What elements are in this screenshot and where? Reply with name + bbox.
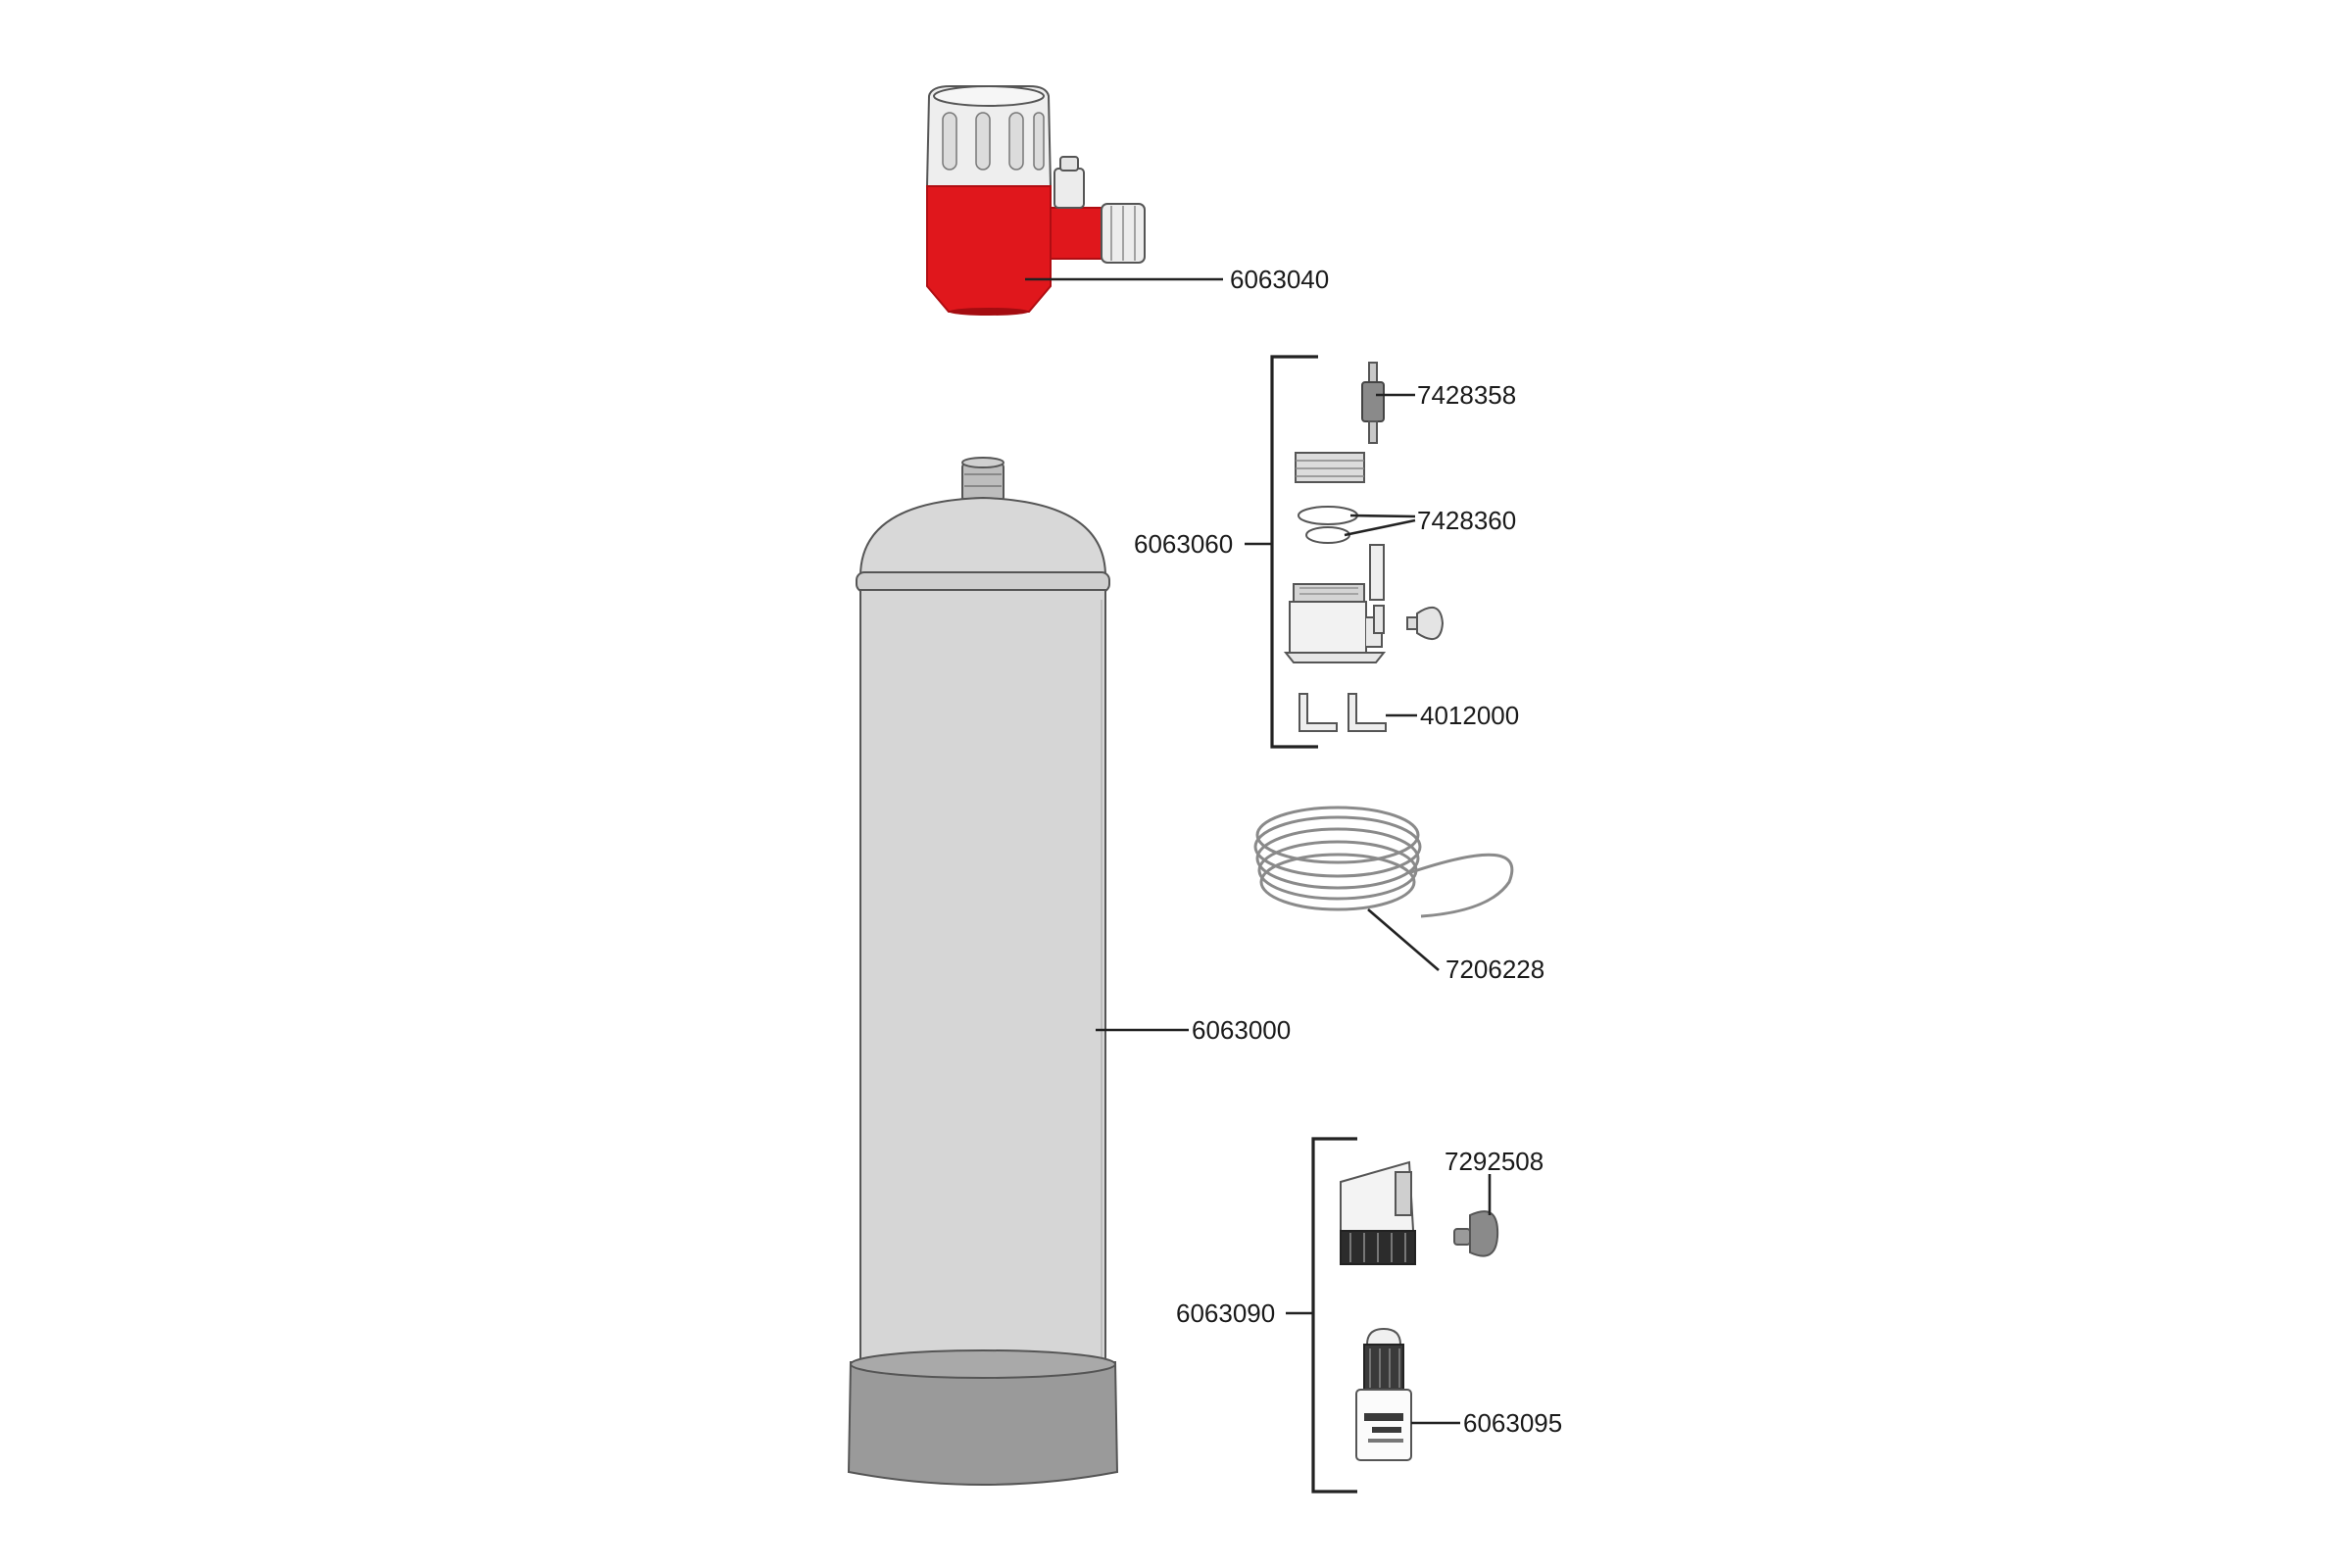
gas-cylinder-icon [847,457,1119,1486]
part-number-check-valve: 7428358 [1417,380,1516,410]
suction-cup-icon [1453,1210,1499,1257]
part-number-seals: 7428360 [1417,506,1516,535]
co2-diffuser-icon [1283,544,1445,663]
part-number-suction-cup: 7292508 [1445,1147,1544,1176]
seal-rings-icon [1298,506,1358,544]
hose-coil-icon [1253,806,1514,918]
threaded-sleeve-icon [1295,452,1365,483]
part-number-elbow-connectors: 4012000 [1420,701,1519,730]
part-number-test-reagent: 6063095 [1463,1408,1562,1438]
bracket-diffuser-set [1270,355,1318,749]
check-valve-icon [1361,362,1385,444]
drop-checker-icon [1340,1160,1417,1265]
part-number-diffuser-set: 6063060 [1134,529,1233,559]
reagent-bottle-icon [1355,1327,1412,1461]
part-number-cylinder: 6063000 [1192,1015,1291,1045]
elbow-connector-icon [1298,693,1387,732]
part-number-co2-hose: 7206228 [1446,955,1544,984]
bracket-test-set [1311,1137,1357,1494]
part-number-test-set: 6063090 [1176,1298,1275,1328]
pressure-regulator-icon [925,85,1146,316]
part-number-regulator: 6063040 [1230,265,1329,294]
